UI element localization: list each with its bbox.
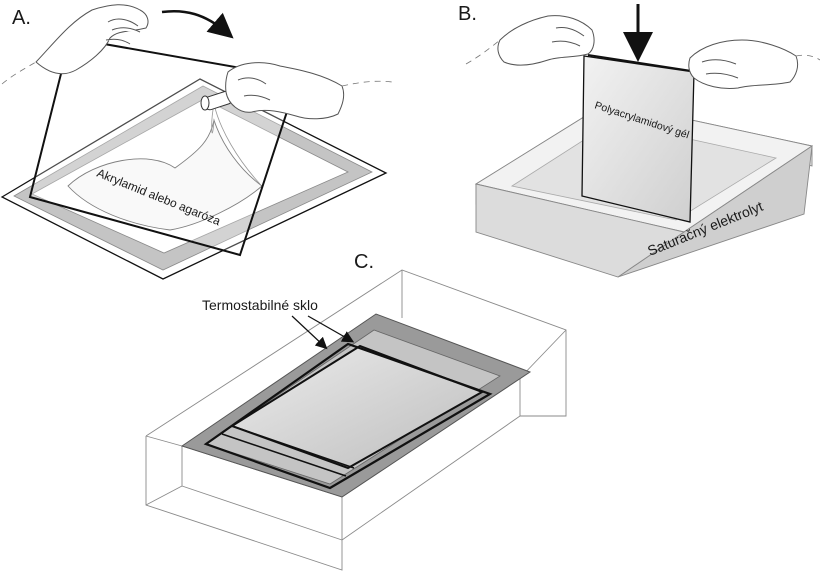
panel-b: B. Saturačný elektrolyt Polyacrylamidový… bbox=[458, 3, 820, 278]
callout-leader bbox=[291, 315, 328, 350]
glove-hand-icon bbox=[225, 62, 393, 120]
panel-c-label: C. bbox=[354, 251, 374, 273]
tank-front bbox=[475, 183, 686, 278]
glass-plate-c bbox=[203, 342, 493, 490]
glove-hand-icon bbox=[465, 15, 595, 66]
holding-rod bbox=[587, 54, 699, 73]
liquid-stream bbox=[211, 103, 261, 185]
callout-glass: Termostabilné sklo bbox=[202, 297, 318, 313]
gel-sheet bbox=[581, 55, 695, 223]
panel-c: C. Termostabilné sklo bbox=[145, 251, 567, 571]
panel-b-label: B. bbox=[458, 3, 477, 25]
curved-arrow-icon bbox=[161, 9, 234, 39]
glass-strip-line bbox=[221, 433, 347, 477]
glass-strip-line bbox=[231, 425, 355, 469]
panel-a: A. Akrylamid alebo agaróza bbox=[0, 4, 393, 280]
callout-leader bbox=[307, 315, 355, 343]
glove-hand-icon bbox=[1, 4, 149, 85]
gel-pool bbox=[67, 118, 263, 231]
glove-hand-icon bbox=[688, 39, 820, 89]
panel-a-label: A. bbox=[12, 7, 31, 29]
